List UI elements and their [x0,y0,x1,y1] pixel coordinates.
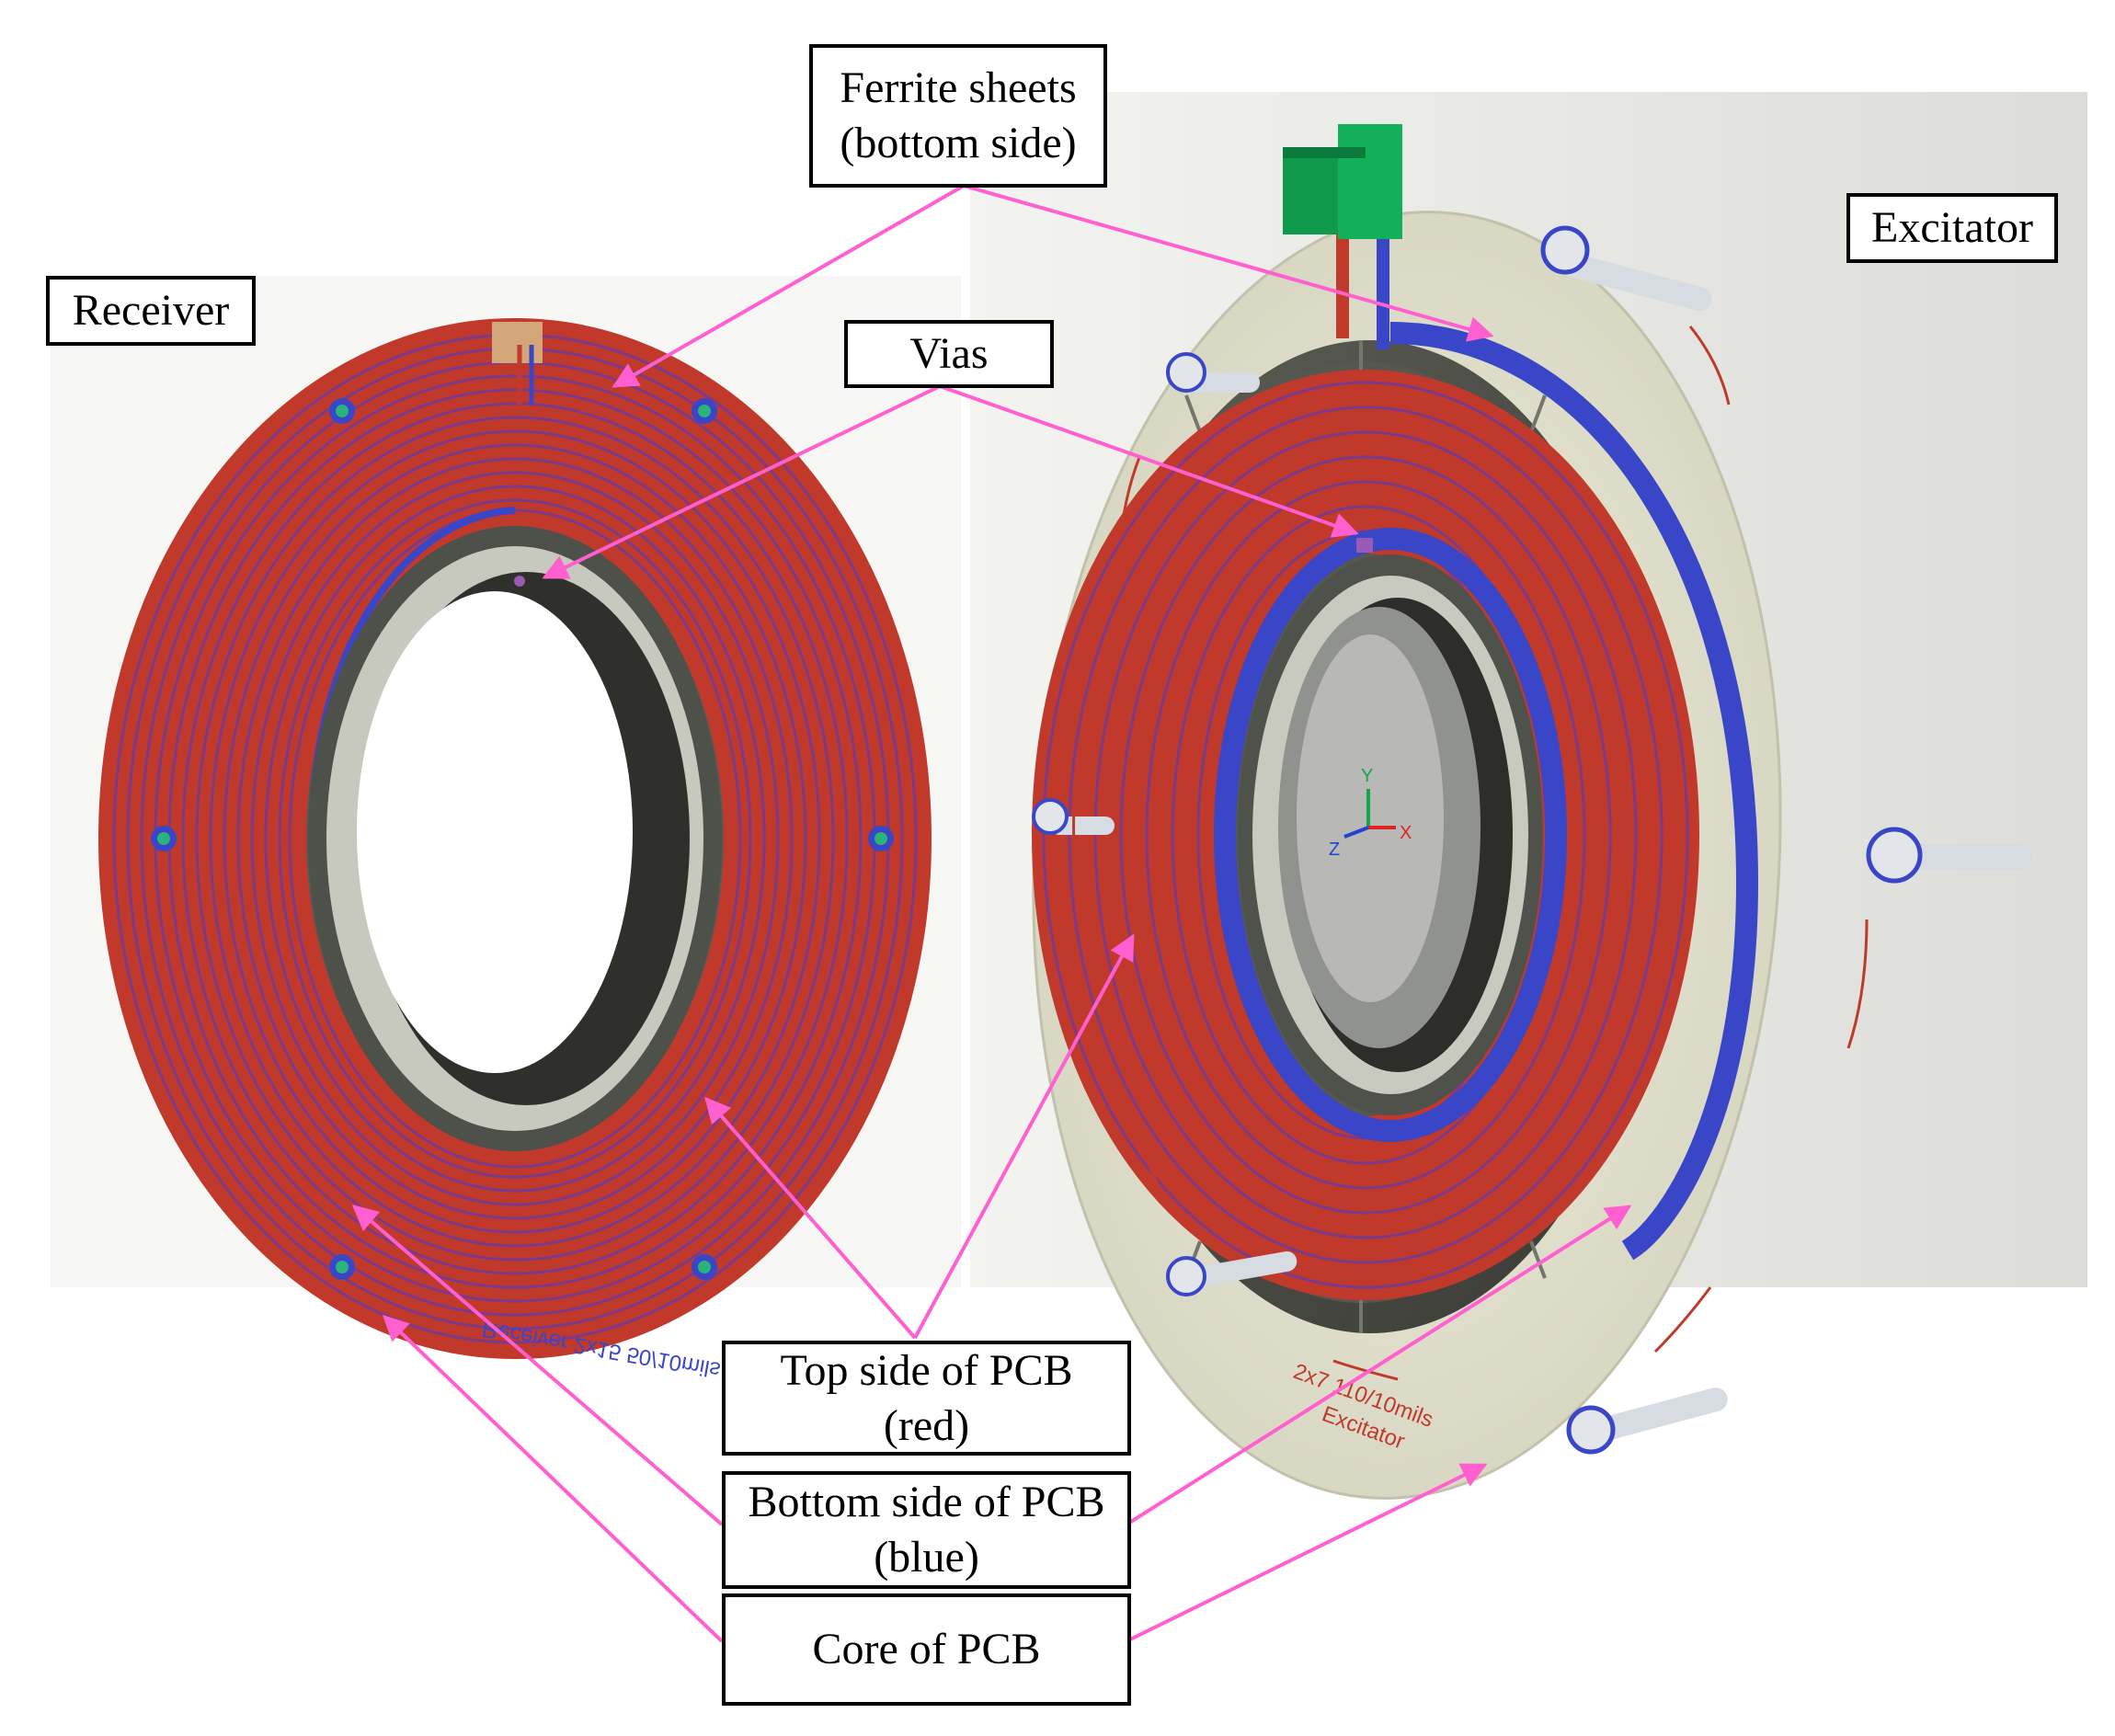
receiver-top-trace [98,318,932,1359]
svg-text:Z: Z [1329,839,1340,860]
excitator-via [1356,538,1373,553]
excitator-top-trace [1032,370,1699,1300]
label-top-line2: (red) [883,1400,970,1450]
label-receiver-text: Receiver [72,286,230,335]
receiver-assembly: Receiver 2x15 50/10mils [98,318,932,1382]
excitator-screws [1032,225,2032,1455]
svg-text:X: X [1400,823,1412,843]
callout-arrows [351,184,1632,1643]
screw-icon [692,398,717,424]
excitator-connector-icon [1283,124,1402,239]
arrow-bottom-receiver [351,1205,724,1526]
screw-icon [151,826,177,851]
receiver-hole [357,591,633,1073]
label-excitator-text: Excitator [1871,203,2033,252]
excitator-assembly: 2x7 110/10mils Excitator Y X Z [1032,124,2032,1500]
screw-icon [329,1254,355,1280]
arrow-top-excitator [913,933,1135,1339]
label-vias-text: Vias [909,329,989,378]
label-ferrite-sheets: Ferrite sheets (bottom side) [809,44,1107,188]
receiver-via [514,576,525,587]
screw-icon [1166,352,1260,393]
label-bottom-line1: Bottom side of PCB [748,1478,1105,1526]
label-top-side: Top side of PCB (red) [722,1341,1131,1456]
arrow-vias-receiver [542,384,941,579]
screw-icon [1166,1251,1298,1296]
receiver-screws [151,398,894,1280]
label-ferrite-line1: Ferrite sheets [840,63,1077,112]
screw-icon [1540,225,1712,312]
label-receiver: Receiver [46,276,256,346]
axis-triad-icon: Y X Z [1329,766,1412,860]
arrow-core-receiver [382,1315,724,1643]
arrow-bottom-excitator [1125,1205,1632,1526]
screw-icon [329,398,355,424]
arrow-ferrite-excitator [963,184,1494,342]
label-excitator: Excitator [1846,193,2058,263]
svg-text:Y: Y [1361,766,1373,786]
screw-icon [1032,798,1115,835]
screw-icon [1866,827,2032,884]
label-top-line1: Top side of PCB [780,1345,1073,1395]
label-core-text: Core of PCB [812,1625,1041,1673]
label-vias: Vias [844,320,1054,388]
label-core: Core of PCB [722,1593,1131,1706]
screw-icon [1566,1388,1728,1455]
arrow-vias-excitator [939,384,1359,538]
label-bottom-side: Bottom side of PCB (blue) [722,1471,1131,1589]
screw-icon [692,1254,717,1280]
arrow-core-excitator [1126,1463,1488,1643]
label-ferrite-line2: (bottom side) [840,119,1077,167]
label-bottom-line2: (blue) [874,1533,979,1582]
excitator-bottom-trace [1389,322,1759,1261]
excitator-edge-marks [1072,326,1869,1381]
screw-icon [868,826,894,851]
arrow-top-receiver [704,1096,917,1340]
arrow-ferrite-receiver [612,184,965,388]
